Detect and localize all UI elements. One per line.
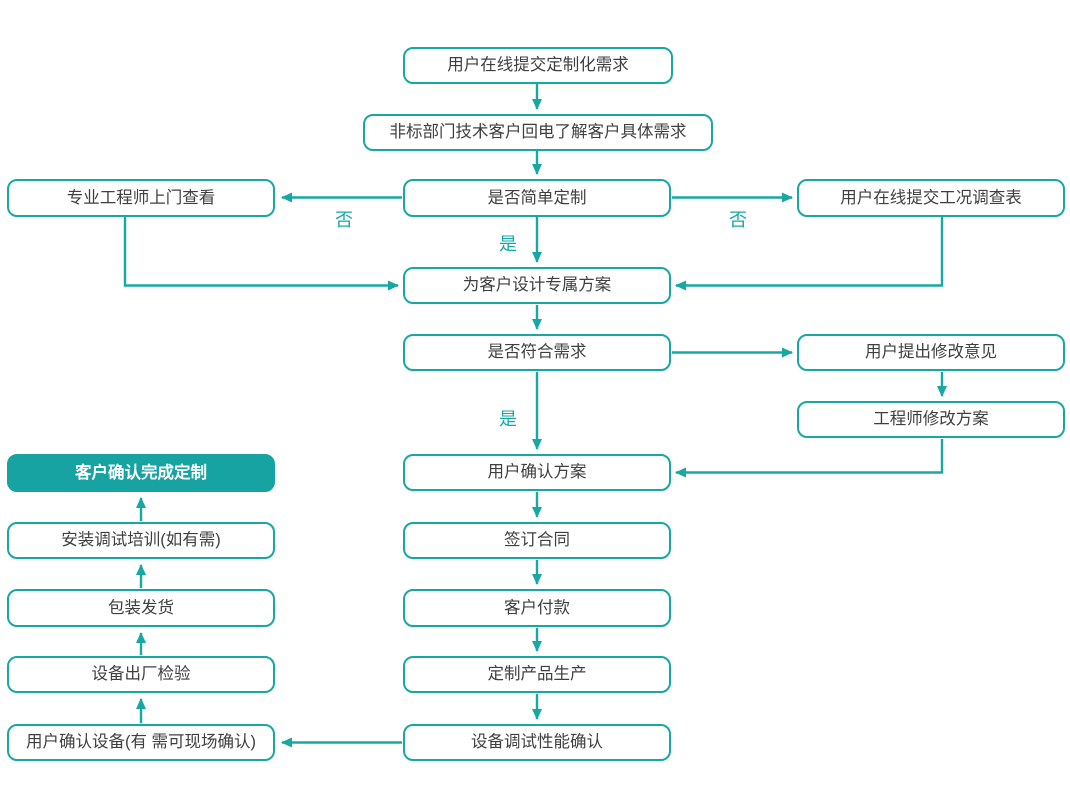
edge-modify-to-confirm <box>675 439 944 478</box>
edge-label-no-left: 否 <box>335 210 353 230</box>
node-confirm-plan: 用户确认方案 <box>403 454 671 491</box>
node-factory-inspection: 设备出厂检验 <box>7 656 275 693</box>
node-design-plan: 为客户设计专属方案 <box>403 267 671 304</box>
edge-visit-to-design <box>123 217 399 291</box>
node-engineer-visit: 专业工程师上门查看 <box>7 179 275 217</box>
node-payment: 客户付款 <box>403 589 671 627</box>
edge-label-yes-simple: 是 <box>499 234 517 254</box>
node-survey-form: 用户在线提交工况调查表 <box>797 179 1065 217</box>
edge-label-no-right: 否 <box>729 210 747 230</box>
node-modify-feedback: 用户提出修改意见 <box>797 334 1065 371</box>
node-engineer-modify: 工程师修改方案 <box>797 401 1065 438</box>
node-debug-confirm: 设备调试性能确认 <box>403 724 671 761</box>
node-submit-request: 用户在线提交定制化需求 <box>403 47 673 84</box>
node-sign-contract: 签订合同 <box>403 522 671 559</box>
node-complete: 客户确认完成定制 <box>7 454 275 492</box>
node-callback: 非标部门技术客户回电了解客户具体需求 <box>363 114 713 151</box>
node-meet-requirements: 是否符合需求 <box>403 334 671 371</box>
node-install-training: 安装调试培训(如有需) <box>7 522 275 559</box>
node-production: 定制产品生产 <box>403 656 671 693</box>
edge-survey-to-design <box>675 217 944 291</box>
node-packing-shipping: 包装发货 <box>7 589 275 627</box>
node-simple-custom: 是否简单定制 <box>403 179 671 217</box>
edge-label-yes-meet: 是 <box>499 409 517 429</box>
node-user-confirm-device: 用户确认设备(有 需可现场确认) <box>7 724 275 761</box>
